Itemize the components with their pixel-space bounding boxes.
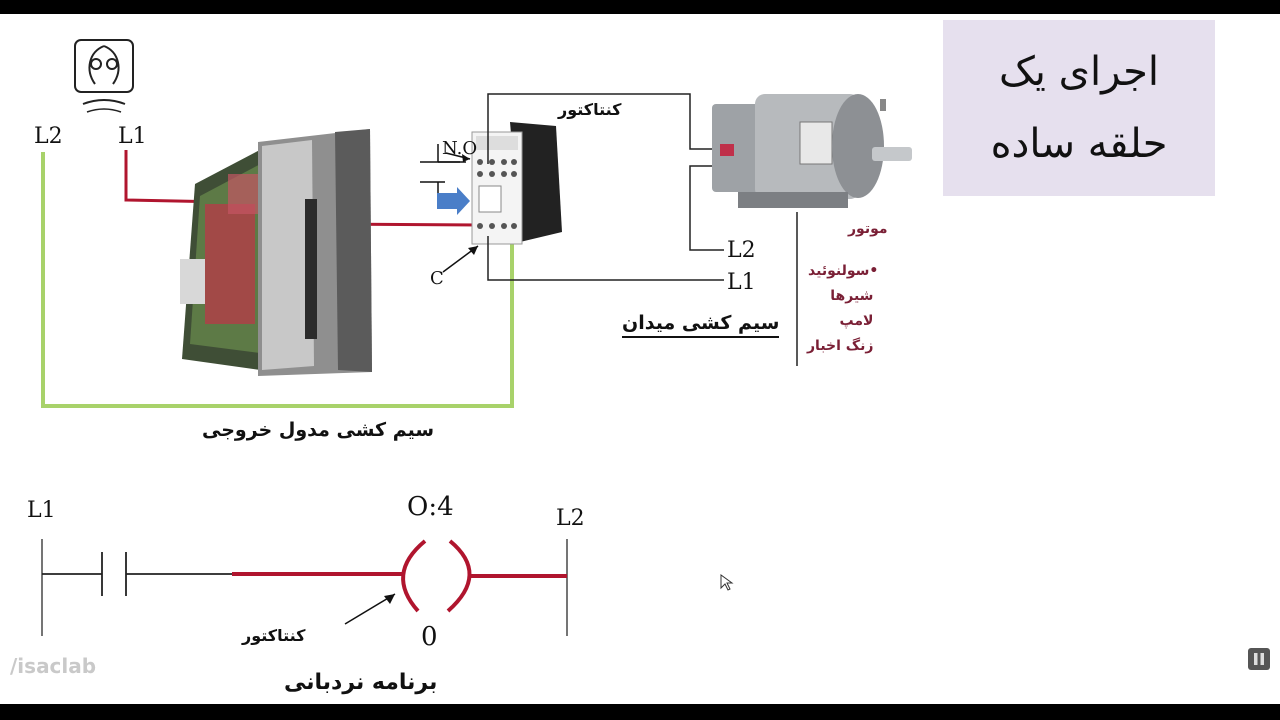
coil-address-label: O:4 (407, 492, 454, 522)
watermark: /isaclab (10, 654, 96, 678)
no-contact-label: N.O (442, 138, 478, 159)
pause-icon (1254, 653, 1264, 665)
green-l2-wire (41, 152, 514, 408)
list-item: •سولنوئید (808, 263, 879, 279)
ladder-diagram (41, 539, 568, 636)
title-line-1: اجرای یک (999, 49, 1159, 95)
slide-title-box: اجرای یک حلقه ساده (943, 20, 1215, 196)
university-logo (73, 38, 135, 118)
logo-emblem-icon (74, 39, 134, 113)
contactor-image (471, 122, 562, 245)
mouse-cursor-icon (720, 574, 734, 591)
motor-label: موتور (848, 221, 888, 237)
wiring-diagram (41, 93, 912, 636)
slide: اجرای یک حلقه ساده L2 L1 N.O C کنتاکتور … (0, 14, 1280, 704)
plc-module-image (180, 129, 372, 376)
contactor-top-label: کنتاکتور (558, 100, 622, 119)
contactor-bottom-label: کنتاکتور (242, 626, 306, 645)
device-list: •سولنوئید شیرها لامپ زنگ اخبار (807, 259, 878, 359)
watermark-text: /isaclab (10, 654, 97, 678)
common-label: C (430, 268, 444, 289)
module-wiring-label: سیم کشی مدول خروجی (202, 419, 435, 441)
top-l1-label: L1 (118, 124, 147, 149)
pause-button[interactable] (1248, 648, 1270, 670)
field-l2-label: L2 (727, 238, 756, 263)
motor-image (712, 94, 912, 208)
list-item: لامپ (839, 313, 874, 329)
top-l2-label: L2 (34, 124, 63, 149)
list-item: زنگ اخبار (807, 338, 874, 354)
ladder-program-label: برنامه نردبانی (284, 670, 438, 695)
ladder-l1-label: L1 (27, 498, 56, 523)
coil-bit-label: 0 (421, 622, 438, 652)
title-line-2: حلقه ساده (990, 121, 1168, 167)
field-wiring-lines (487, 93, 798, 366)
blue-arrow-icon (437, 187, 470, 215)
field-l1-label: L1 (727, 270, 756, 295)
list-item: شیرها (830, 288, 874, 304)
ladder-l2-label: L2 (556, 506, 585, 531)
field-wiring-label: سیم کشی میدان (622, 312, 780, 338)
